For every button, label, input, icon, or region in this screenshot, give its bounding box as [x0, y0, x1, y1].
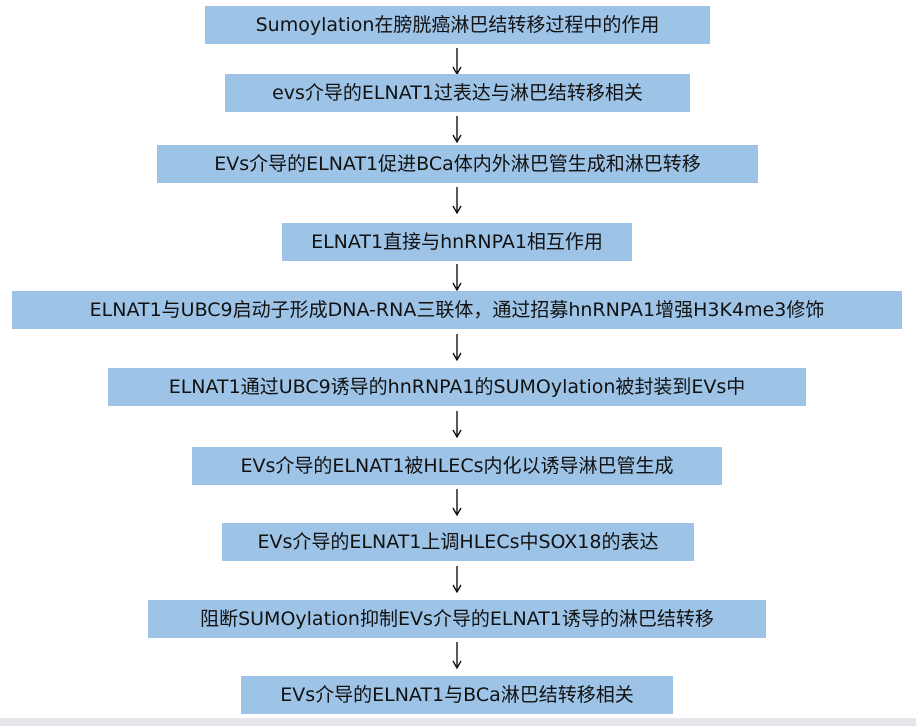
arrow-down-icon [450, 46, 464, 76]
arrow-down-icon [450, 409, 464, 439]
arrow-down-icon [450, 332, 464, 362]
step-2-box: evs介导的ELNAT1过表达与淋巴结转移相关 [225, 74, 690, 112]
arrow-down-icon [450, 262, 464, 292]
arrow-down-icon [450, 185, 464, 215]
step-7-box: EVs介导的ELNAT1被HLECs内化以诱导淋巴管生成 [192, 447, 722, 485]
step-8-box: EVs介导的ELNAT1上调HLECs中SOX18的表达 [222, 523, 694, 561]
step-10-box: EVs介导的ELNAT1与BCa淋巴结转移相关 [241, 676, 673, 714]
step-6-box: ELNAT1通过UBC9诱导的hnRNPA1的SUMOylation被封装到EV… [108, 368, 806, 406]
step-4-box: ELNAT1直接与hnRNPA1相互作用 [282, 223, 632, 261]
arrow-down-icon [450, 114, 464, 144]
arrow-down-icon [450, 640, 464, 670]
step-9-box: 阻断SUMOylation抑制EVs介导的ELNAT1诱导的淋巴结转移 [148, 600, 766, 638]
step-3-box: EVs介导的ELNAT1促进BCa体内外淋巴管生成和淋巴转移 [157, 145, 758, 183]
arrow-down-icon [450, 487, 464, 517]
step-1-box: Sumoylation在膀胱癌淋巴结转移过程中的作用 [205, 6, 710, 44]
arrow-down-icon [450, 564, 464, 594]
step-5-box: ELNAT1与UBC9启动子形成DNA-RNA三联体，通过招募hnRNPA1增强… [12, 291, 902, 329]
bottom-strip [0, 718, 916, 726]
